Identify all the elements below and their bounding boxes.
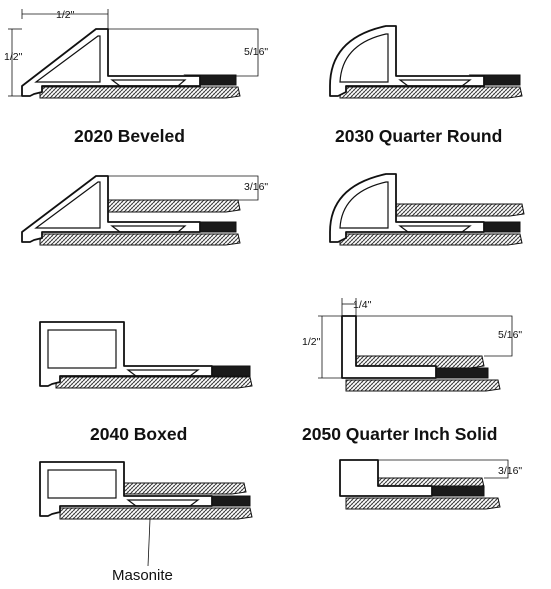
filler-strip xyxy=(197,74,237,86)
masonite-leader xyxy=(147,518,151,567)
dim-line-depth xyxy=(356,315,513,357)
masonite-backing xyxy=(55,376,253,389)
filler-strip xyxy=(481,221,521,233)
glass-channel xyxy=(110,225,187,233)
moulding-inner xyxy=(47,329,117,369)
dim-line-depth xyxy=(108,28,259,77)
profile-2050-quarter-inch-solid-3-16: 3/16" xyxy=(339,459,522,510)
moulding-inner xyxy=(34,181,101,229)
caption-2040: 2040 Boxed xyxy=(90,424,187,444)
profile-2030-quarter-round-5-16 xyxy=(329,25,523,99)
filler-strip xyxy=(197,221,237,233)
glass-channel xyxy=(398,79,472,87)
mat-board xyxy=(395,203,525,217)
masonite-backing xyxy=(39,233,241,246)
filler-strip xyxy=(431,367,489,379)
glass-channel xyxy=(398,225,472,233)
moulding-profile xyxy=(329,173,485,243)
dim-height-label: 1/2" xyxy=(4,51,23,63)
glass-channel xyxy=(110,79,187,87)
dim-width-label: 1/4" xyxy=(353,299,372,311)
caption-2020: 2020 Beveled xyxy=(74,126,185,146)
profile-2040-boxed-3-16 xyxy=(39,461,253,567)
filler-strip xyxy=(211,365,251,377)
profile-2040-boxed-5-16 xyxy=(39,321,253,389)
masonite-backing xyxy=(339,86,523,99)
moulding-inner xyxy=(339,33,389,83)
masonite-label: Masonite xyxy=(112,567,173,584)
moulding-inner xyxy=(47,469,117,499)
profile-2020-beveled-3-16: 3/16" xyxy=(21,175,268,246)
glass-channel xyxy=(126,499,200,507)
dim-line-depth xyxy=(108,175,259,201)
caption-2030: 2030 Quarter Round xyxy=(335,126,502,146)
masonite-backing xyxy=(39,86,241,99)
masonite-backing xyxy=(59,507,253,520)
filler-strip xyxy=(211,495,251,507)
dim-depth-label: 3/16" xyxy=(244,181,268,193)
caption-2050: 2050 Quarter Inch Solid xyxy=(302,424,497,444)
backing-board xyxy=(345,497,501,510)
glass-channel xyxy=(126,369,200,377)
moulding-profile xyxy=(329,25,485,97)
moulding-inner xyxy=(34,35,101,83)
dim-depth-label: 5/16" xyxy=(498,329,522,341)
dim-width-label: 1/2" xyxy=(56,9,75,21)
dim-height-label: 1/2" xyxy=(302,336,321,348)
moulding-profile xyxy=(341,315,437,379)
dim-line-depth xyxy=(378,459,509,479)
dim-depth-label: 3/16" xyxy=(498,465,522,477)
profile-2050-quarter-inch-solid-5-16: 1/4" 1/2" 5/16" xyxy=(302,298,522,392)
dim-depth-label: 5/16" xyxy=(244,46,268,58)
mat-board xyxy=(107,199,241,213)
backing-board xyxy=(345,379,501,392)
filler-strip xyxy=(481,74,521,86)
filler-strip xyxy=(427,485,485,497)
profile-2030-quarter-round-3-16 xyxy=(329,173,525,246)
profile-2020-beveled-5-16: 1/2" 1/2" 5/16" xyxy=(4,9,268,99)
moulding-inner xyxy=(339,181,389,229)
mat-board xyxy=(123,482,247,495)
masonite-backing xyxy=(339,233,523,246)
moulding-profile xyxy=(39,461,213,517)
